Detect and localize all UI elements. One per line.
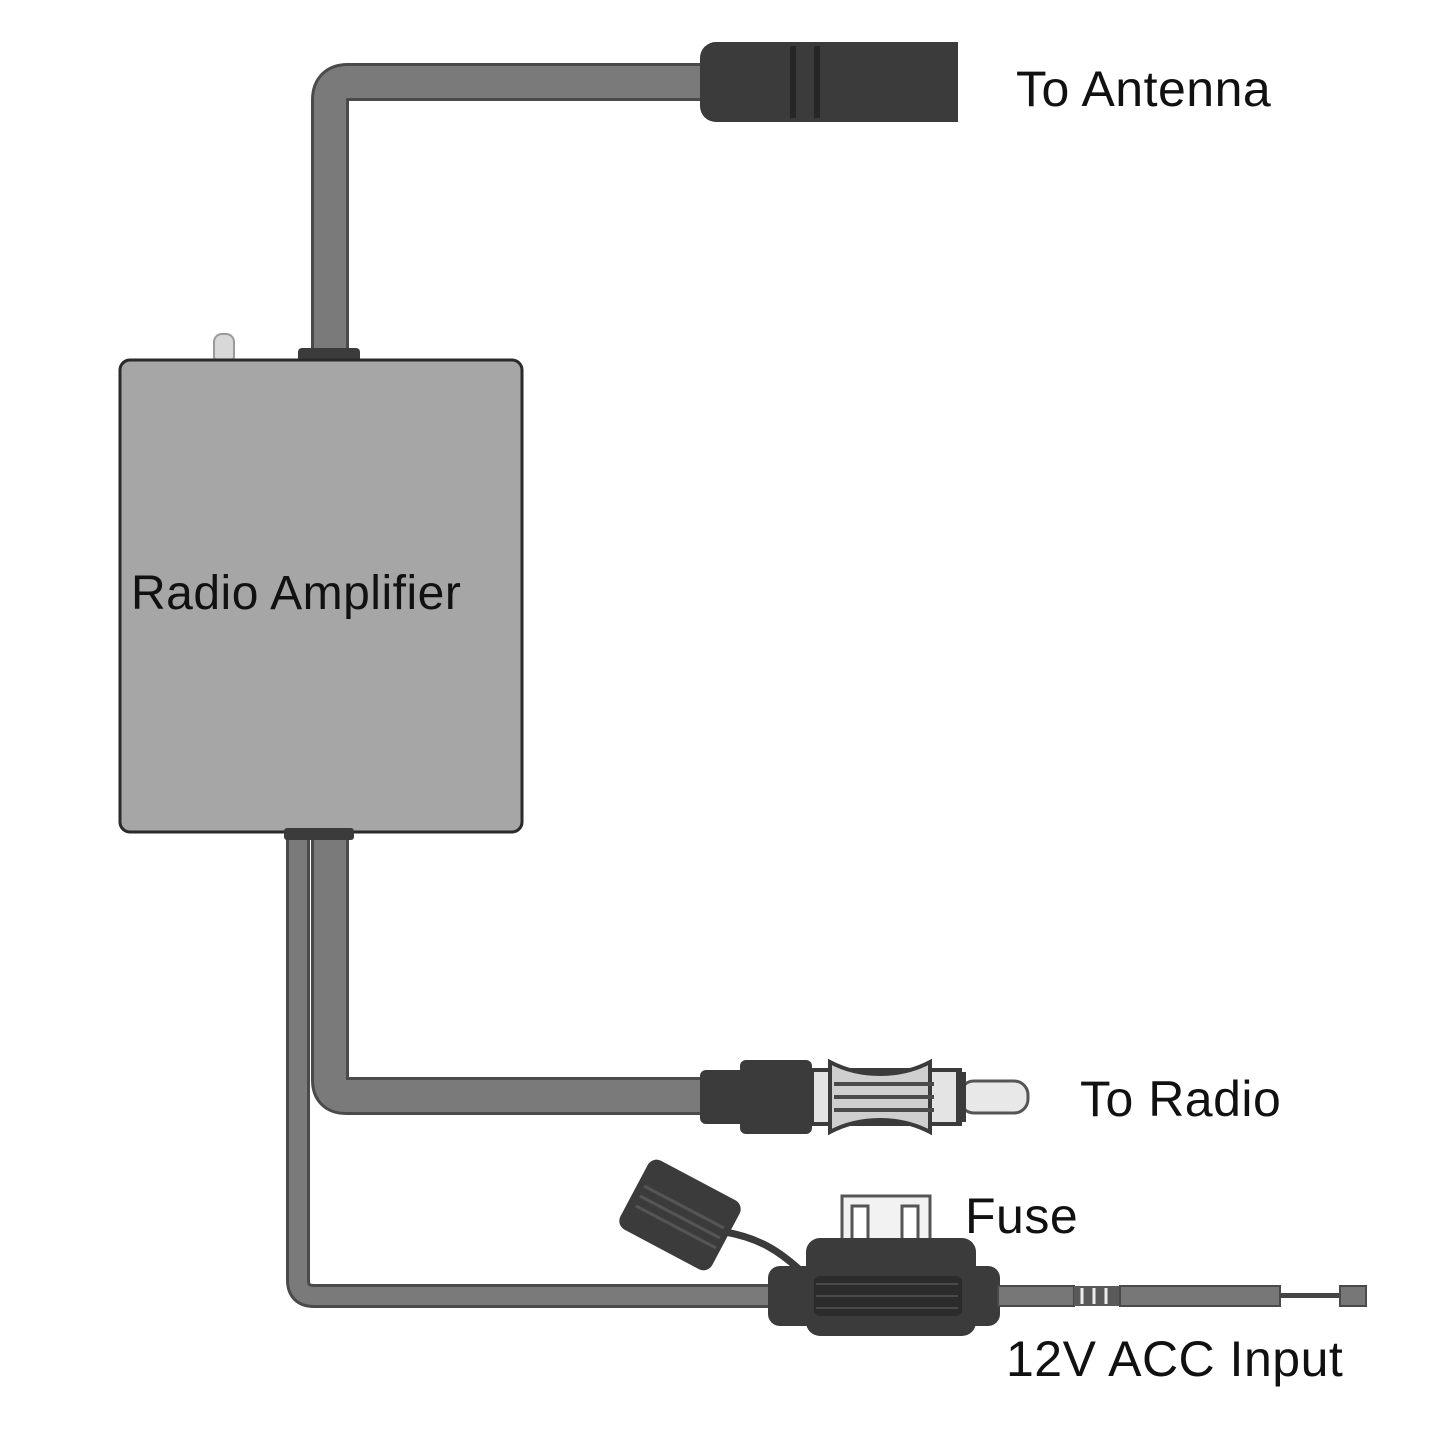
to-antenna-label: To Antenna bbox=[1016, 61, 1272, 117]
radio-plug bbox=[700, 1058, 1030, 1136]
antenna-plug bbox=[700, 42, 958, 122]
amplifier-box bbox=[118, 333, 524, 840]
radio-cable bbox=[311, 835, 712, 1115]
fuse-label: Fuse bbox=[965, 1188, 1079, 1244]
antenna-cable bbox=[311, 63, 712, 355]
radio-amplifier-label: Radio Amplifier bbox=[131, 567, 462, 620]
power-cable bbox=[286, 835, 780, 1308]
fuse-cap bbox=[619, 1159, 803, 1273]
acc-input-label: 12V ACC Input bbox=[1006, 1331, 1344, 1387]
acc-input-wire bbox=[997, 1285, 1367, 1307]
fuse-holder bbox=[768, 1238, 1000, 1336]
to-radio-label: To Radio bbox=[1080, 1071, 1282, 1127]
